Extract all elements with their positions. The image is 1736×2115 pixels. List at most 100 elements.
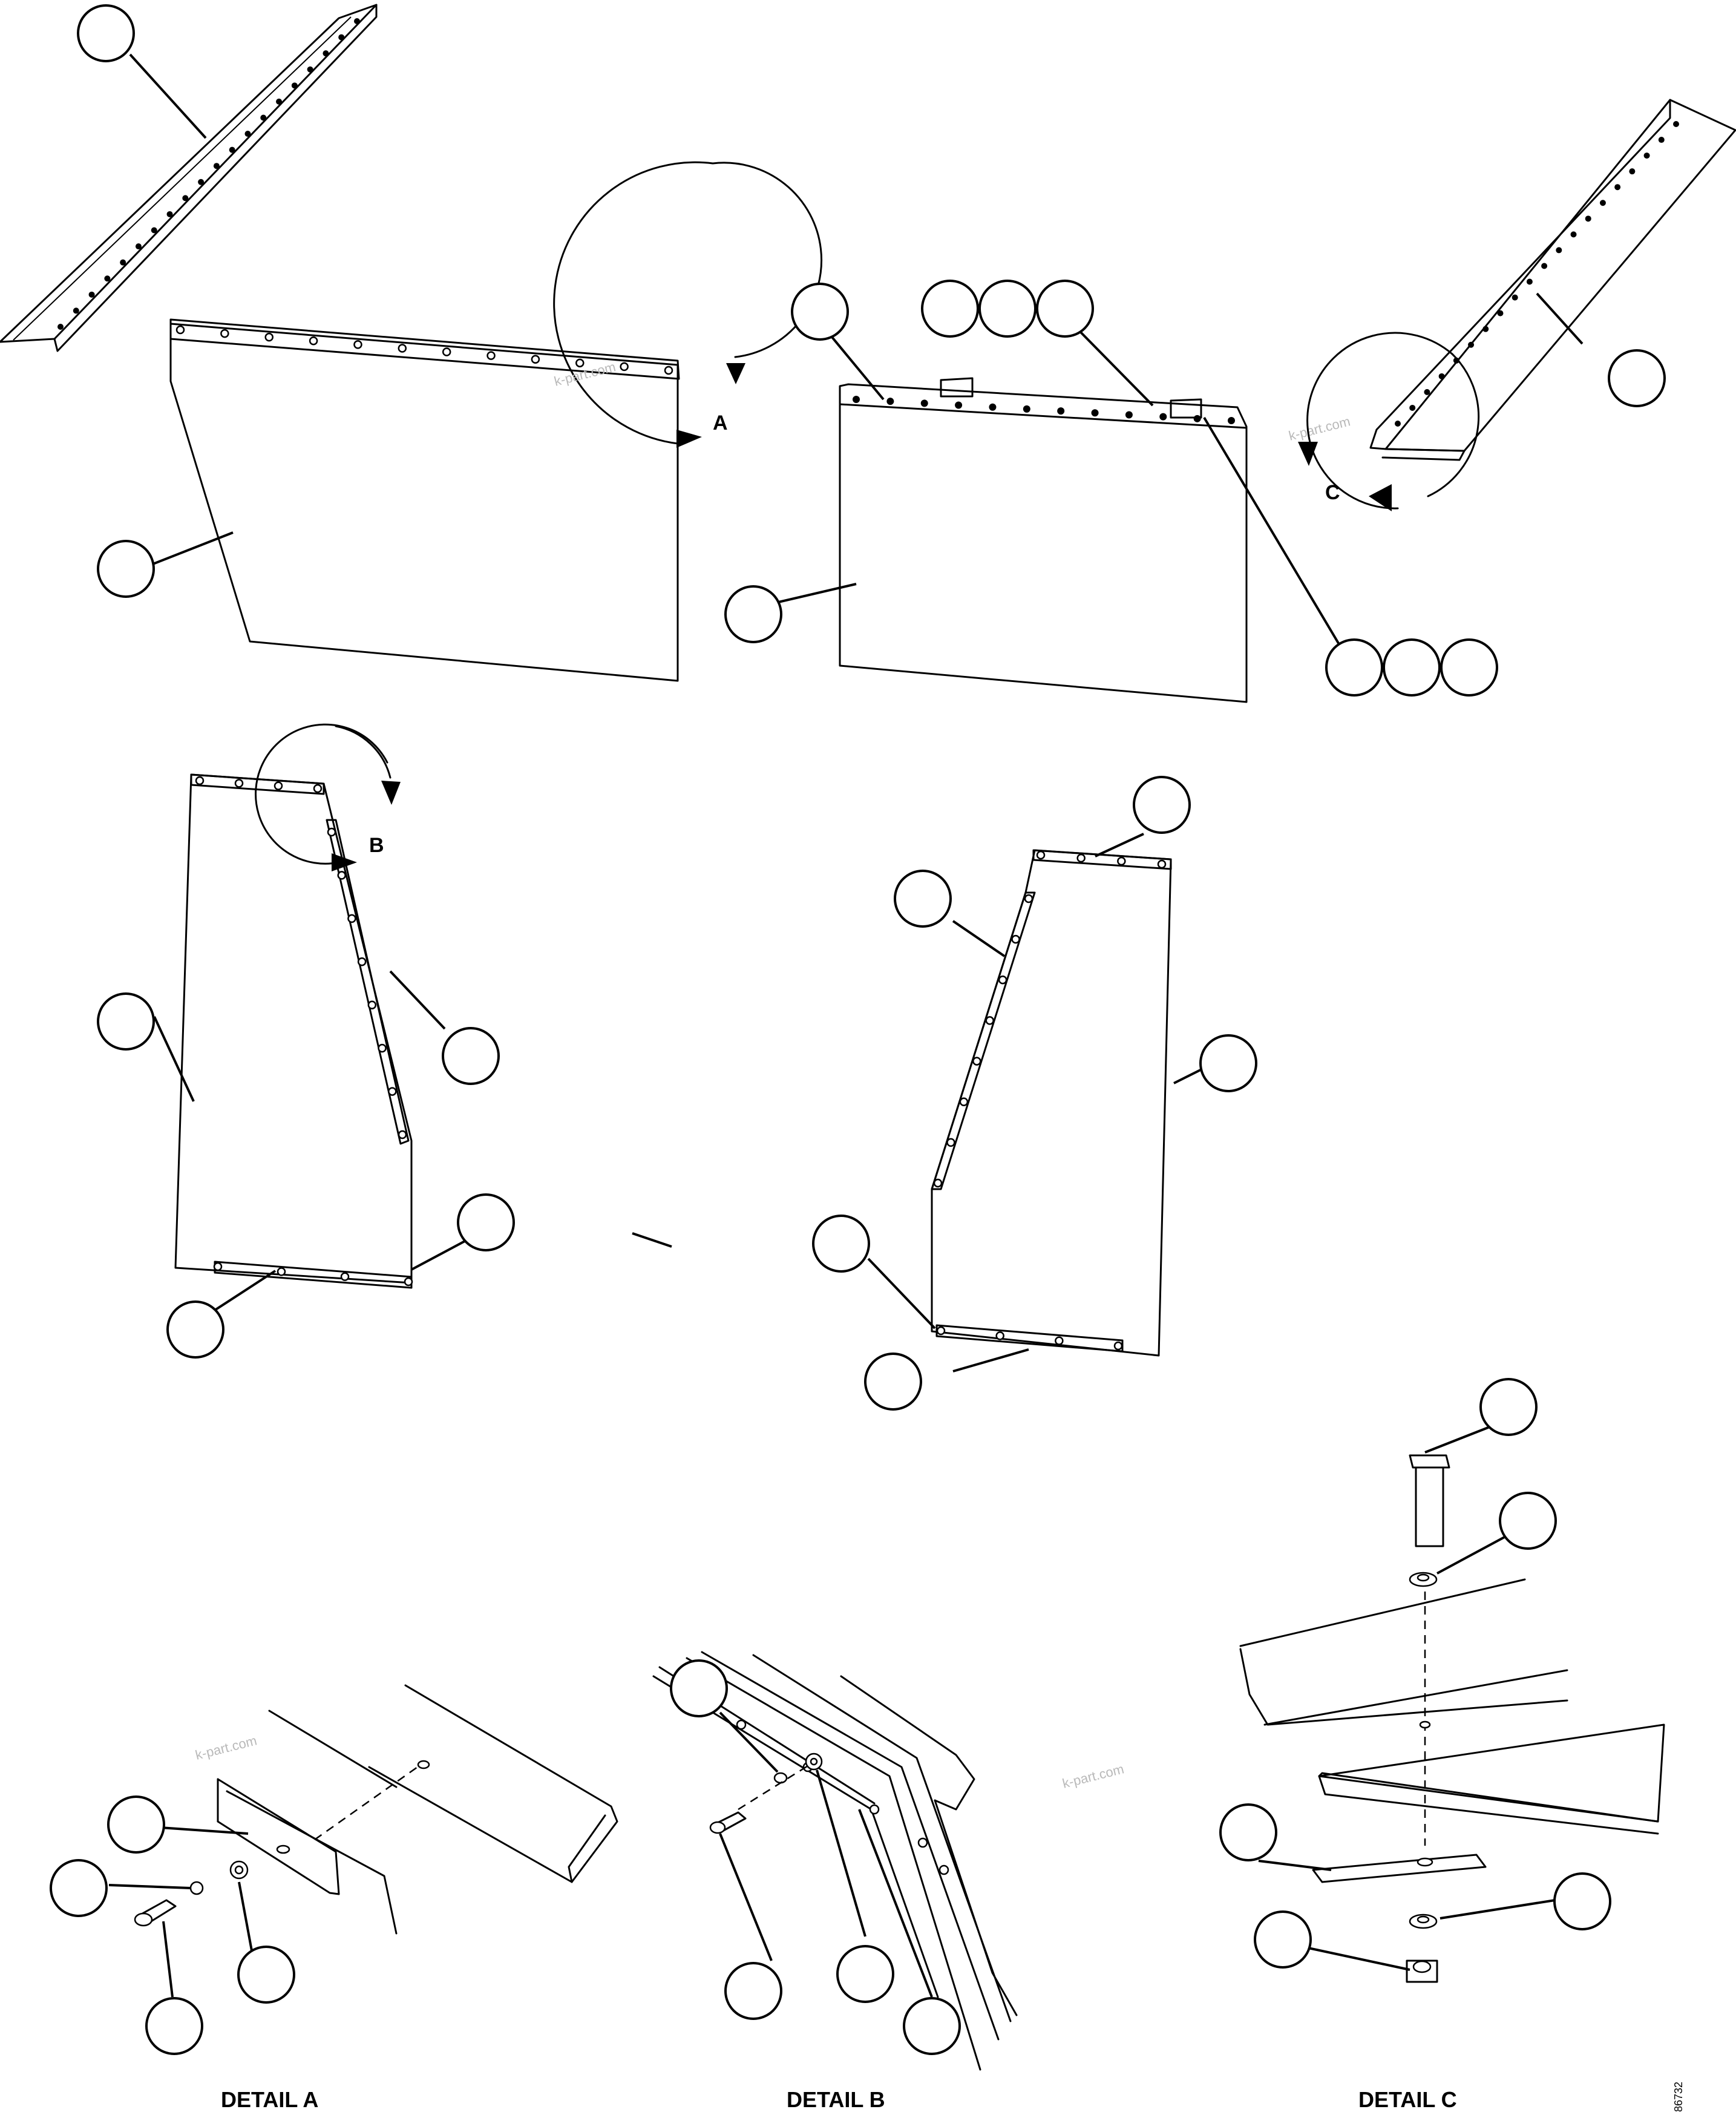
bolt-hole (1055, 1336, 1064, 1345)
detail-c-circle (1298, 332, 1480, 511)
bolt-hole (309, 336, 318, 346)
bolt-hole (274, 781, 283, 790)
detail-ref-c: C (1325, 481, 1340, 504)
bolt-hole (1673, 121, 1679, 127)
panel-3-holes (195, 776, 413, 1287)
bolt-hole (985, 1016, 994, 1025)
bolt-hole (175, 325, 185, 335)
bolt-hole (354, 18, 360, 24)
panel-left-rear (169, 318, 680, 682)
bolt-hole (1159, 413, 1167, 421)
bolt-hole (1117, 856, 1126, 866)
bolt-hole (1629, 168, 1636, 175)
bolt-hole (151, 227, 157, 234)
bolt-hole (367, 1000, 377, 1009)
bolt-hole (398, 344, 407, 353)
callout-bubble (724, 1962, 782, 2020)
detail-b-title: DETAIL B (787, 2087, 885, 2112)
bolt-hole (1113, 1341, 1123, 1351)
bolt-hole (1011, 934, 1020, 944)
bolt-hole (404, 1277, 413, 1287)
bolt-hole (1157, 859, 1167, 869)
callout-bubble (836, 1945, 894, 2003)
callout-bubble (1440, 638, 1498, 697)
bolt-hole (1193, 415, 1201, 422)
bolt-hole (531, 355, 540, 364)
callout-bubble (237, 1946, 295, 2004)
bolt-hole (260, 114, 267, 121)
detail-a-circle (553, 161, 823, 448)
bolt-hole (575, 358, 585, 368)
bolt-hole (1599, 200, 1606, 206)
bolt-hole (234, 779, 244, 788)
bolt-hole (353, 340, 362, 349)
bolt-hole (1091, 409, 1099, 417)
rail-2-holes (1395, 121, 1679, 427)
callout-bubble (1254, 1910, 1312, 1969)
bolt-hole (946, 1138, 955, 1147)
bolt-hole (1057, 407, 1065, 415)
bolt-hole (1643, 152, 1650, 159)
bolt-hole (291, 82, 298, 89)
bolt-hole (307, 66, 313, 73)
detail-c-assembly (1239, 1454, 1665, 1983)
bolt-hole (388, 1087, 397, 1096)
callout-bubble (670, 1659, 728, 1717)
callout-bubble (812, 1215, 870, 1273)
bolt-hole (73, 307, 79, 314)
callout-bubble (1325, 638, 1383, 697)
detail-a-assembly (134, 1684, 618, 1935)
bolt-hole (135, 243, 142, 250)
bolt-hole (1395, 421, 1401, 427)
watermark-1: k-part.com (552, 359, 617, 389)
bolt-hole (1482, 326, 1489, 332)
bolt-hole (936, 1326, 946, 1336)
bolt-hole (57, 324, 64, 330)
callout-bubbles (50, 4, 1666, 2055)
callout-bubble (1479, 1378, 1538, 1436)
bolt-hole (920, 399, 928, 407)
callout-bubble (97, 540, 155, 598)
bolt-hole (347, 914, 356, 923)
callout-bubble (166, 1300, 224, 1359)
bolt-hole (1526, 278, 1533, 285)
bolt-hole (195, 776, 205, 785)
bolt-hole (264, 332, 274, 342)
callout-bubble (145, 1997, 203, 2055)
bolt-hole (1512, 294, 1518, 301)
callout-bubble (457, 1193, 515, 1251)
bolt-hole (1556, 247, 1562, 254)
callout-bubble (1199, 1034, 1257, 1092)
callout-bubble (903, 1997, 961, 2055)
top-left-rail-holes (57, 18, 360, 330)
callout-bubble (1036, 280, 1094, 338)
watermark-4: k-part.com (1061, 1761, 1125, 1791)
bolt-hole (357, 957, 367, 966)
bolt-hole (1076, 853, 1086, 863)
bolt-hole (933, 1178, 943, 1188)
bolt-hole (955, 401, 963, 409)
bolt-hole (853, 396, 860, 403)
callout-bubble (921, 280, 979, 338)
bolt-hole (1570, 231, 1577, 238)
bolt-hole (182, 195, 189, 202)
bolt-hole (1614, 184, 1621, 191)
bolt-hole (276, 98, 283, 105)
panel-center-rear (839, 377, 1248, 703)
bolt-hole (1438, 373, 1445, 379)
bolt-hole (1497, 310, 1504, 316)
bolt-hole (337, 871, 346, 880)
bolt-hole (1468, 341, 1475, 348)
bolt-hole (88, 291, 95, 298)
bolt-hole (998, 976, 1007, 985)
detail-a-title: DETAIL A (221, 2087, 318, 2112)
bolt-hole (378, 1043, 387, 1053)
bolt-hole (327, 827, 336, 837)
bolt-hole (664, 366, 673, 375)
bolt-hole (104, 275, 111, 282)
callout-bubble (791, 283, 849, 341)
bolt-hole (989, 403, 997, 411)
callout-bubble (50, 1859, 108, 1917)
bolt-hole (313, 784, 323, 793)
